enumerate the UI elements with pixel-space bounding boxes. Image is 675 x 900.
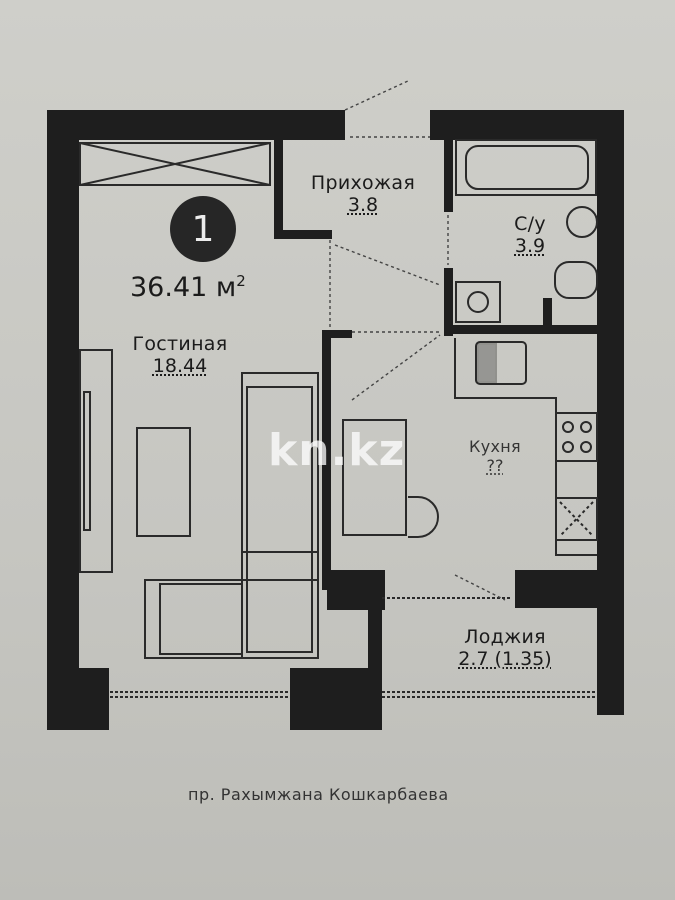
apartment-number: 1 <box>191 208 215 250</box>
wall-bath-left-bottom <box>444 268 453 336</box>
watermark: kn.kz <box>268 425 406 476</box>
room-hallway: Прихожая 3.8 <box>298 172 428 216</box>
total-area-unit-sup: 2 <box>236 272 246 290</box>
street-name: пр. Рахымжана Кошкарбаева <box>188 785 449 804</box>
total-area-value: 36.41 <box>130 272 208 303</box>
room-area: 18.44 <box>152 355 208 377</box>
room-name: Гостиная <box>132 333 228 355</box>
wall-loggia-left <box>368 570 382 730</box>
room-bathroom: С/у 3.9 <box>500 213 560 257</box>
wall-living-kitchen <box>322 330 331 590</box>
room-kitchen: Кухня ?? <box>450 437 540 475</box>
wall-top-right <box>430 110 624 140</box>
wall-left <box>47 110 79 730</box>
room-area: ?? <box>486 456 504 475</box>
room-name: Кухня <box>469 437 521 456</box>
room-living-room: Гостиная 18.44 <box>115 333 245 377</box>
wall-bath-inner <box>543 298 552 328</box>
wall-hall-bottom <box>274 230 332 239</box>
wall-top-left <box>47 110 345 140</box>
wall-kitchen-top-left <box>322 330 352 338</box>
apartment-number-badge: 1 <box>170 196 236 262</box>
total-area-label: 36.41 м2 <box>130 272 246 303</box>
wall-right <box>597 110 624 715</box>
room-area: 3.9 <box>514 235 546 257</box>
total-area-unit: м <box>215 272 237 303</box>
wall-bath-bottom <box>444 325 604 334</box>
wall-bath-left-top <box>444 137 453 212</box>
room-loggia: Лоджия 2.7 (1.35) <box>440 626 570 670</box>
wall-bottom-mid-stub <box>290 668 368 730</box>
wall-kitchen-loggia-right <box>515 570 623 608</box>
wall-bottom-left-stub <box>47 668 109 730</box>
room-area: 3.8 <box>347 194 379 216</box>
wall-hall-left <box>274 137 283 237</box>
room-name: С/у <box>514 213 546 235</box>
room-name: Лоджия <box>464 626 546 648</box>
room-area: 2.7 (1.35) <box>458 648 552 670</box>
room-name: Прихожая <box>310 172 416 194</box>
